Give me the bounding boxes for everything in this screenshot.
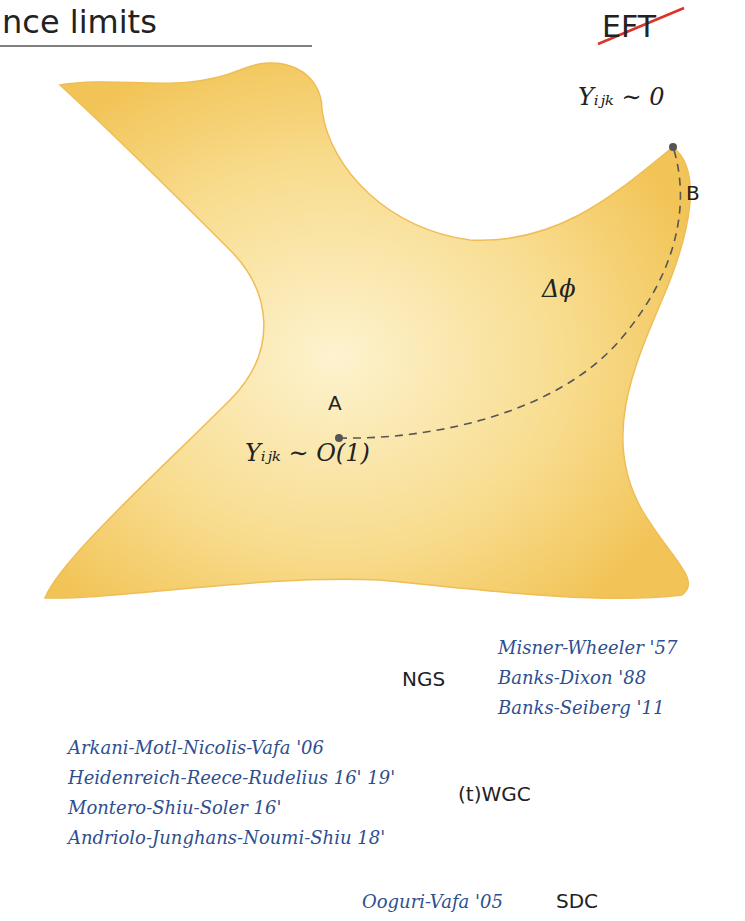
- distance-label: Δϕ: [542, 276, 576, 304]
- citation: Heidenreich-Reece-Rudelius 16' 19': [68, 768, 395, 789]
- citation: Ooguri-Vafa '05: [362, 892, 503, 913]
- citation: Andriolo-Junghans-Noumi-Shiu 18': [68, 828, 385, 849]
- coupling-label: Yᵢⱼₖ ∼ O(1): [245, 440, 370, 468]
- title-underline: [0, 45, 312, 47]
- slide-title: nce limits: [2, 4, 157, 41]
- blob-outline: [45, 63, 690, 598]
- citation: Arkani-Motl-Nicolis-Vafa '06: [68, 738, 324, 759]
- blob-shape: [0, 40, 745, 640]
- strike-line: [598, 8, 684, 44]
- citation: Banks-Seiberg '11: [498, 698, 664, 719]
- conjecture-name: (t)WGC: [458, 783, 531, 806]
- moduli-space-region: A Yᵢⱼₖ ∼ O(1) Δϕ: [0, 40, 745, 640]
- point-label: A: [328, 392, 342, 415]
- conjecture-name: NGS: [402, 668, 445, 691]
- citation: Misner-Wheeler '57: [498, 638, 677, 659]
- conjecture-name: SDC: [556, 890, 598, 913]
- coupling-label: Yᵢⱼₖ ∼ 0: [578, 84, 664, 112]
- path-line: [339, 147, 680, 438]
- citation: Banks-Dixon '88: [498, 668, 646, 689]
- citation: Montero-Shiu-Soler 16': [68, 798, 281, 819]
- point-label: B: [686, 182, 700, 205]
- point-dot: [669, 143, 677, 151]
- eft-label: EFT: [602, 10, 656, 45]
